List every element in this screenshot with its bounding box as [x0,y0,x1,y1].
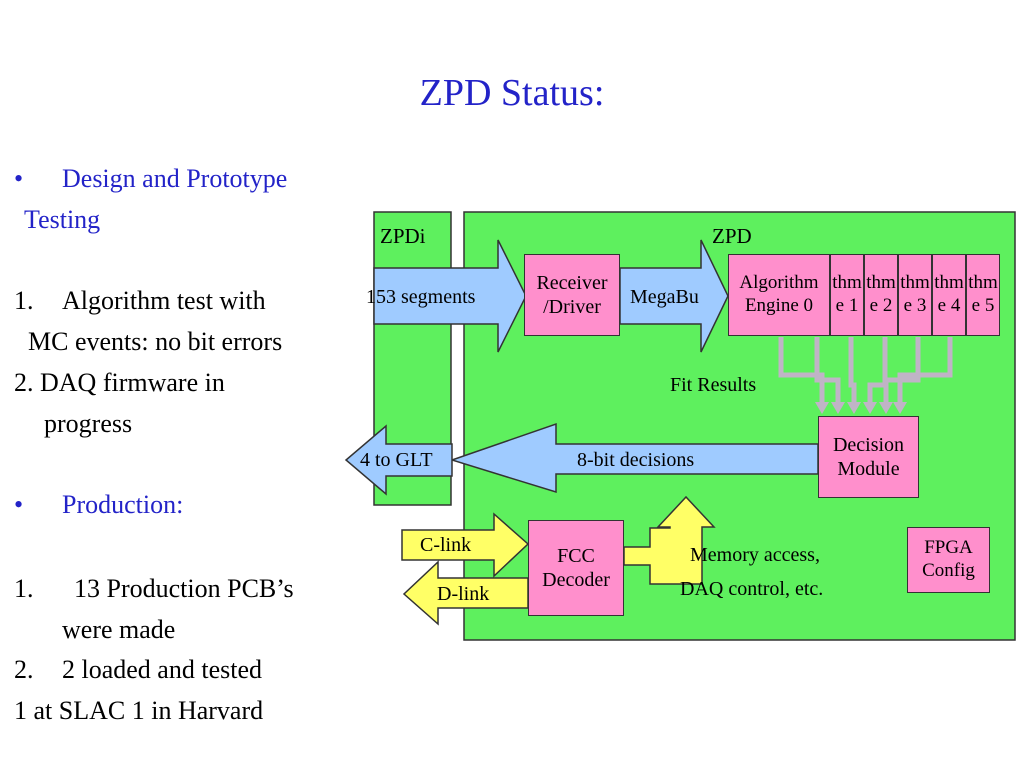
prod2-number: 2. [14,655,34,684]
clink-label: C-link [420,534,472,556]
zpdi-label: ZPDi [380,224,426,248]
item1-line2: MC events: no bit errors [28,327,283,356]
fcc-decoder-box: FCC Decoder [528,520,624,616]
fcc-line1: FCC [557,545,595,567]
glt-arrow [344,424,453,496]
decisions-arrow [449,422,819,494]
engine-5-line2: e 5 [971,295,995,316]
receiver-line1: Receiver [536,272,608,294]
receiver-line2: /Driver [543,296,601,318]
design-heading-line1: Design and Prototype [62,164,288,193]
fit-results-label: Fit Results [670,374,757,396]
fit-results-connectors [778,337,953,404]
engine-4-line2: e 4 [937,295,961,316]
decision-module-box: Decision Module [818,416,919,498]
megabus-arrow [619,239,729,353]
fcc-line2: Decoder [542,569,610,591]
glt-label: 4 to GLT [360,449,433,471]
production-heading: Production: [62,490,184,519]
fpga-line2: Config [922,560,975,581]
decision-line2: Module [837,458,900,480]
decision-line1: Decision [832,434,905,456]
engine-1-line1: thm [832,272,862,294]
design-heading-line2: Testing [24,205,101,234]
connector-arrowheads [815,402,907,414]
engine-2-line1: thm [866,272,896,294]
prod1-number: 1. [14,574,34,603]
item1-number: 1. [14,286,34,315]
engine-0-line1: Algorithm [739,272,819,294]
prod1-line1: 13 Production PCB’s [74,574,294,603]
fpga-config-box: FPGA Config [907,527,990,593]
megabus-label: MegaBu [630,286,699,308]
engine-3-line2: e 3 [903,295,927,316]
fpga-line1: FPGA [924,537,973,559]
engine-4-line1: thm [934,272,964,294]
engine-0-line2: Engine 0 [744,295,814,316]
segments-arrow [373,239,527,353]
prod1-line2: were made [62,615,176,644]
clink-arrow [401,512,530,578]
item2-line2: progress [44,409,133,438]
dlink-label: D-link [437,583,490,605]
engine-2-line2: e 2 [869,295,893,316]
prod2-line1: 2 loaded and tested [62,655,262,684]
item1-line1: Algorithm test with [62,286,266,315]
design-bullet: • [14,164,24,193]
production-bullet: • [14,490,24,519]
item2-line1: 2. DAQ firmware in [14,368,225,397]
segments-label: 153 segments [366,286,476,308]
memory-line1: Memory access, [690,544,820,566]
engine-1-line2: e 1 [835,295,859,316]
decisions-label: 8-bit decisions [577,449,695,471]
engine-3-line1: thm [900,272,930,294]
engine-5-line1: thm [968,272,998,294]
memory-line2: DAQ control, etc. [680,578,824,600]
prod3-line: 1 at SLAC 1 in Harvard [14,696,264,725]
memory-access-arrow [623,495,716,585]
zpd-label: ZPD [712,224,752,248]
dlink-arrow [402,560,529,626]
slide-title: ZPD Status: [419,72,605,114]
receiver-driver-box: Receiver /Driver [524,254,620,336]
